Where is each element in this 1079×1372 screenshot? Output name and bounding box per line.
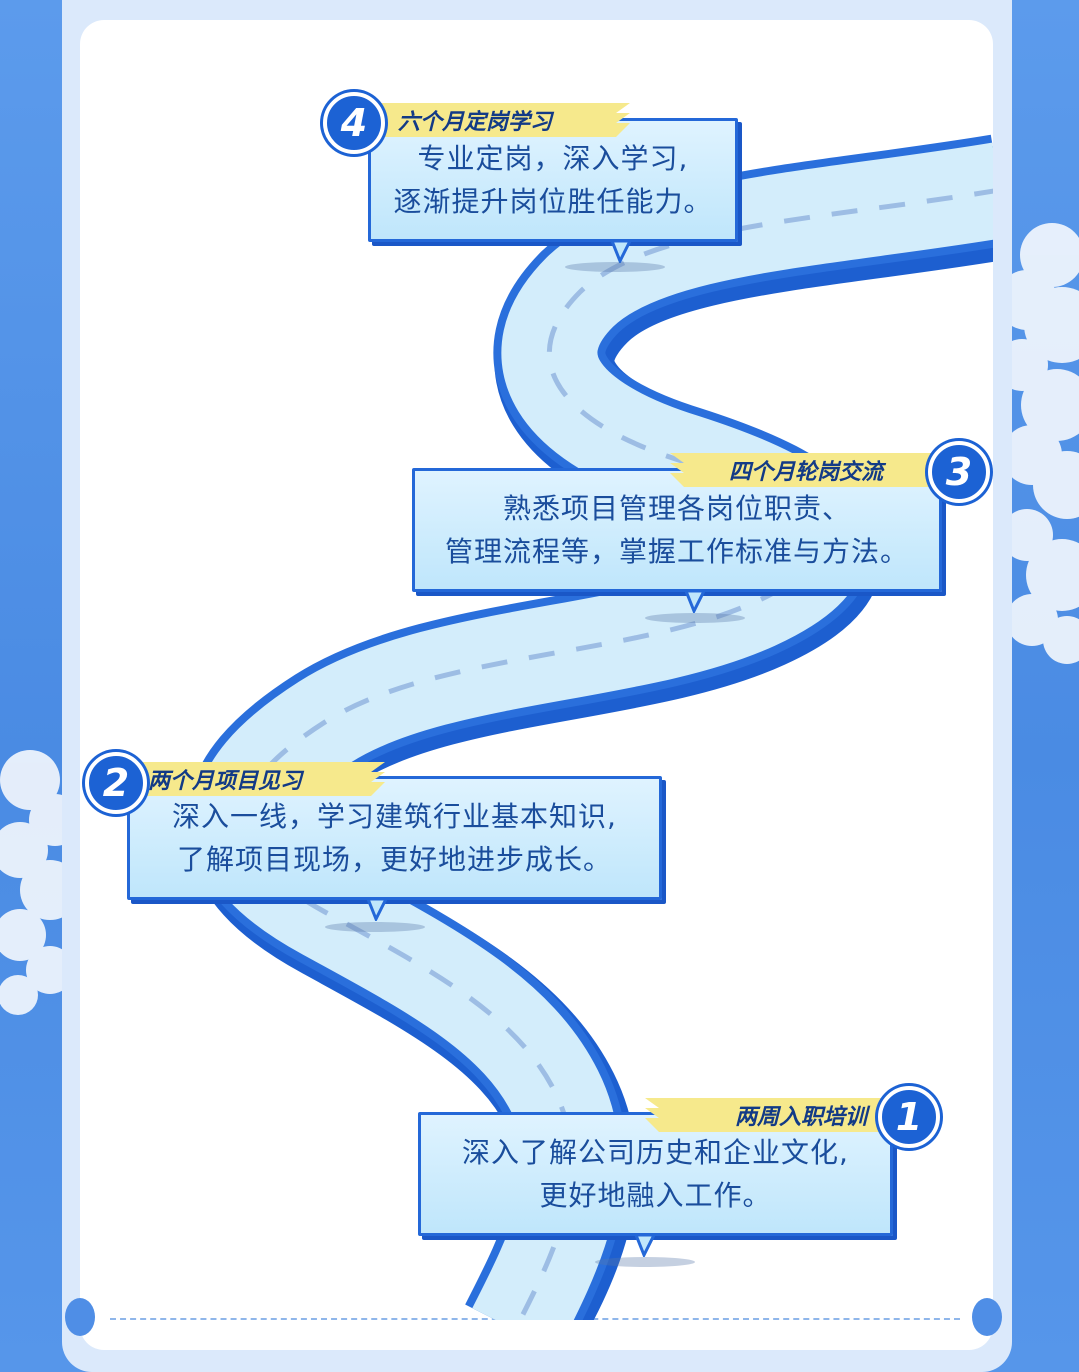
notch-left bbox=[65, 1298, 95, 1336]
cloud-right bbox=[996, 223, 1079, 664]
step-4-title: 六个月定岗学习 bbox=[398, 110, 553, 135]
step-4-number: 4 bbox=[340, 101, 368, 145]
step-3-bubble: 熟悉项目管理各岗位职责、 管理流程等，掌握工作标准与方法。 bbox=[412, 468, 942, 592]
step-1-bubble: 深入了解公司历史和企业文化, 更好地融入工作。 bbox=[418, 1112, 893, 1236]
bubble-shadow bbox=[645, 613, 745, 623]
tag-ribbon bbox=[645, 1098, 885, 1132]
tag-ribbon bbox=[380, 103, 630, 137]
step-3-line-2: 管理流程等，掌握工作标准与方法。 bbox=[444, 535, 909, 568]
step-1-number: 1 bbox=[895, 1095, 923, 1139]
step-4-bubble: 专业定岗，深入学习, 逐渐提升岗位胜任能力。 bbox=[368, 118, 738, 242]
step-1-title: 两周入职培训 bbox=[734, 1105, 867, 1130]
bubble-shadow bbox=[325, 922, 425, 932]
step-2-number-badge: 2 bbox=[85, 752, 147, 814]
step-3-line-1: 熟悉项目管理各岗位职责、 bbox=[502, 492, 851, 525]
bubble-tail bbox=[366, 899, 388, 921]
step-1-line-2: 更好地融入工作。 bbox=[539, 1179, 772, 1212]
bubble-shadow bbox=[595, 1257, 695, 1267]
bubble-tail bbox=[610, 241, 632, 263]
step-2-bubble: 深入一线，学习建筑行业基本知识, 了解项目现场，更好地进步成长。 bbox=[127, 776, 662, 900]
step-3-tag: 四个月轮岗交流 bbox=[670, 453, 935, 487]
step-1-line-1: 深入了解公司历史和企业文化, bbox=[462, 1136, 849, 1169]
step-1-number-badge: 1 bbox=[878, 1086, 940, 1148]
step-2-number: 2 bbox=[102, 761, 130, 805]
step-2-line-2: 了解项目现场，更好地进步成长。 bbox=[176, 843, 612, 876]
step-4-tag: 六个月定岗学习 bbox=[380, 103, 630, 137]
step-3-title: 四个月轮岗交流 bbox=[728, 460, 883, 485]
step-3-number-badge: 3 bbox=[928, 441, 990, 503]
step-3-number: 3 bbox=[945, 450, 973, 494]
step-4-line-1: 专业定岗，深入学习, bbox=[417, 142, 689, 175]
bubble-tail bbox=[634, 1235, 656, 1257]
tag-ribbon bbox=[130, 762, 385, 796]
bubble-tail bbox=[684, 591, 706, 613]
notch-right bbox=[972, 1298, 1002, 1336]
step-2-title: 两个月项目见习 bbox=[148, 769, 303, 794]
step-2-tag: 两个月项目见习 bbox=[130, 762, 385, 796]
step-2-line-1: 深入一线，学习建筑行业基本知识, bbox=[172, 800, 617, 833]
step-4-line-2: 逐渐提升岗位胜任能力。 bbox=[393, 185, 713, 218]
tag-ribbon bbox=[670, 453, 935, 487]
bubble-shadow bbox=[565, 262, 665, 272]
step-4-number-badge: 4 bbox=[323, 92, 385, 154]
step-1-tag: 两周入职培训 bbox=[645, 1098, 885, 1132]
